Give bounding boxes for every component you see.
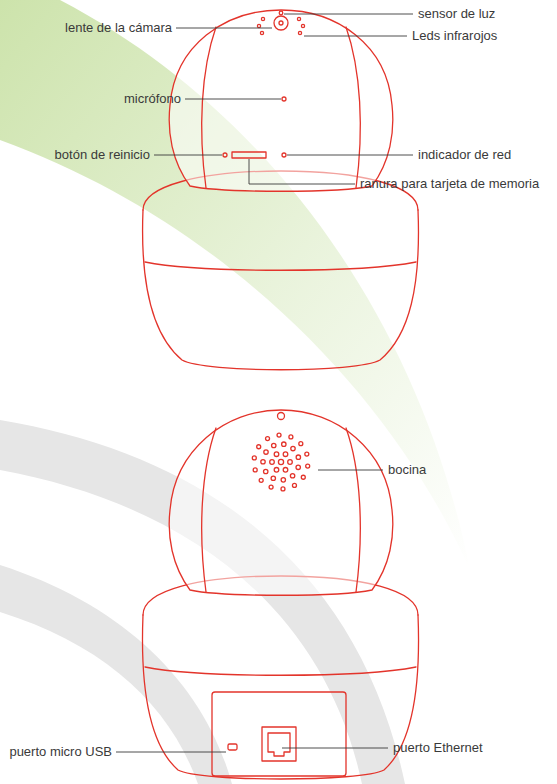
- camera-head: [169, 410, 393, 595]
- camera-notch: [278, 413, 285, 420]
- ir-led: [257, 24, 260, 27]
- ir-led: [261, 17, 264, 20]
- speaker-hole: [306, 464, 310, 468]
- speaker-hole: [259, 478, 263, 482]
- part-label: lente de la cámara: [65, 20, 172, 36]
- speaker-hole: [274, 467, 279, 472]
- part-label: ranura para tarjeta de memoria: [360, 176, 539, 192]
- light-sensor: [279, 11, 283, 15]
- speaker-hole: [305, 452, 309, 456]
- micro-usb-port: [228, 744, 237, 750]
- camera-lens: [274, 16, 288, 30]
- leader-line: [304, 36, 407, 37]
- speaker-hole: [291, 446, 295, 450]
- camera-head-seam: [202, 428, 216, 592]
- leader-line: [318, 470, 383, 471]
- speaker-hole: [289, 435, 293, 439]
- speaker-hole: [288, 460, 293, 465]
- speaker-hole: [296, 465, 300, 469]
- part-label: bocina: [388, 462, 426, 478]
- speaker-hole: [271, 476, 275, 480]
- speaker-hole: [266, 437, 270, 441]
- speaker-hole: [301, 475, 305, 479]
- speaker-hole: [270, 460, 275, 465]
- speaker-hole: [264, 469, 268, 473]
- leader-line: [287, 155, 413, 156]
- speaker-grille: [252, 433, 309, 491]
- leader-line: [116, 752, 226, 753]
- leader-line: [176, 28, 272, 29]
- camera-head-seam: [202, 27, 216, 188]
- speaker-hole: [269, 485, 273, 489]
- leader-line: [249, 159, 355, 184]
- speaker-hole: [261, 460, 265, 464]
- ethernet-port-detail: [268, 733, 290, 756]
- speaker-hole: [252, 456, 256, 460]
- reset-button: [223, 153, 227, 157]
- speaker-hole: [283, 452, 288, 457]
- camera-head-seam: [346, 428, 360, 592]
- ir-led: [301, 24, 304, 27]
- ir-led: [260, 31, 263, 34]
- camera-base: [143, 210, 419, 370]
- speaker-hole: [272, 443, 276, 447]
- part-label: puerto micro USB: [9, 744, 112, 760]
- speaker-hole: [282, 442, 286, 446]
- speaker-hole: [299, 442, 303, 446]
- leader-line: [282, 748, 388, 749]
- camera-lens: [279, 21, 283, 25]
- part-label: Leds infrarojos: [412, 28, 497, 44]
- part-label: botón de reinicio: [55, 147, 150, 163]
- camera-base-band: [145, 667, 416, 675]
- leader-line: [284, 14, 413, 15]
- camera-base: [142, 615, 418, 779]
- camera-head: [169, 10, 393, 191]
- speaker-hole: [292, 483, 296, 487]
- speaker-hole: [290, 474, 294, 478]
- background-swoosh: [0, 565, 232, 784]
- memory-card-slot: [232, 152, 266, 158]
- speaker-hole: [278, 459, 283, 464]
- camera-base-band: [145, 262, 416, 270]
- ir-led: [298, 31, 301, 34]
- speaker-hole: [274, 452, 279, 457]
- speaker-hole: [281, 487, 285, 491]
- camera-head-seam: [346, 27, 360, 188]
- ir-led: [297, 17, 300, 20]
- part-label: indicador de red: [418, 147, 511, 163]
- part-label: puerto Ethernet: [393, 740, 483, 756]
- leader-line: [154, 155, 222, 156]
- network-indicator: [282, 153, 286, 157]
- part-label: micrófono: [124, 91, 181, 107]
- ethernet-port: [262, 727, 296, 761]
- speaker-hole: [296, 455, 300, 459]
- microphone: [282, 97, 286, 101]
- port-panel: [212, 692, 346, 776]
- speaker-hole: [281, 478, 285, 482]
- speaker-hole: [283, 467, 288, 472]
- part-label: sensor de luz: [418, 6, 495, 22]
- speaker-hole: [264, 450, 268, 454]
- speaker-hole: [277, 433, 281, 437]
- speaker-hole: [253, 468, 257, 472]
- leader-line: [185, 99, 281, 100]
- speaker-hole: [257, 445, 261, 449]
